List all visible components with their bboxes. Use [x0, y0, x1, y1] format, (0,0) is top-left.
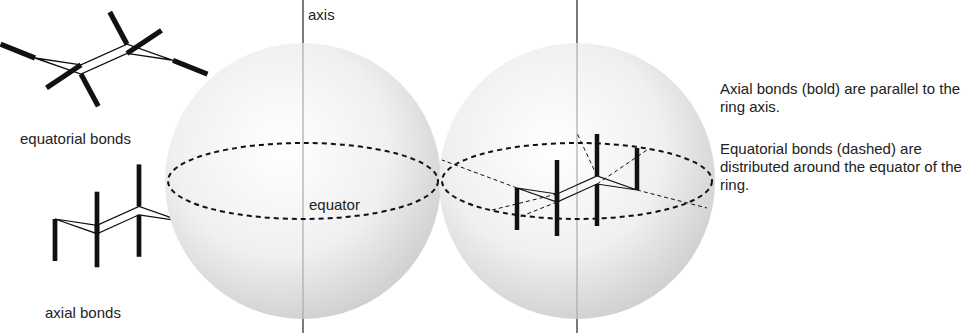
axis-label: axis — [308, 6, 335, 24]
sphere — [439, 43, 715, 319]
equator-label: equator — [309, 196, 360, 214]
axial-chair — [55, 164, 181, 267]
note: Axial bonds (bold) are parallel to the r… — [720, 80, 965, 116]
chair-caption: axial bonds — [45, 304, 121, 322]
chair-caption: equatorial bonds — [20, 130, 131, 148]
note: Equatorial bonds (dashed) are distribute… — [720, 140, 965, 194]
sphere-chair — [442, 133, 707, 236]
sphere — [165, 43, 441, 319]
equatorial-chair — [1, 12, 208, 106]
